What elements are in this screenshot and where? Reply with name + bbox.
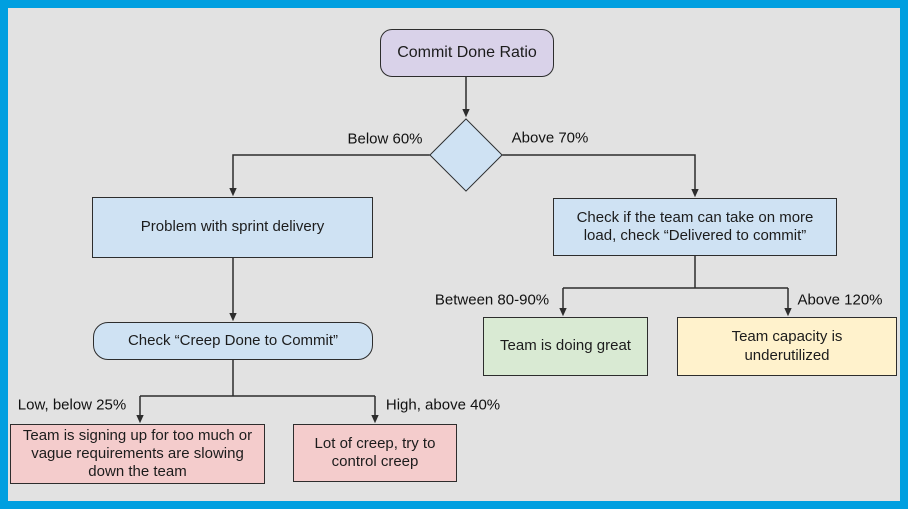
node-check-team-capacity: Check if the team can take on more load,… [553,198,837,256]
node-signing-up-too-much: Team is signing up for too much or vague… [10,424,265,484]
node-label: Team is signing up for too much or vague… [22,427,253,480]
node-decision-diamond [429,118,503,192]
node-label: Problem with sprint delivery [140,218,325,236]
node-label: Commit Done Ratio [397,44,537,62]
edge-label-above-120: Above 120% [797,291,883,309]
node-label: Check if the team can take on more load,… [576,208,814,244]
node-lot-of-creep: Lot of creep, try to control creep [293,424,457,482]
node-label: Team capacity is underutilized [731,328,843,364]
node-problem-sprint-delivery: Problem with sprint delivery [92,197,373,258]
edge-label-high-above-40: High, above 40% [385,396,501,414]
node-capacity-underutilized: Team capacity is underutilized [677,317,897,376]
node-label: Check “Creep Done to Commit” [127,331,339,349]
edge-label-above-70: Above 70% [511,129,589,147]
node-label: Lot of creep, try to control creep [314,434,436,470]
node-team-doing-great: Team is doing great [483,317,648,376]
node-commit-done-ratio: Commit Done Ratio [380,29,554,77]
node-check-creep-done-to-commit: Check “Creep Done to Commit” [93,322,373,360]
edge-label-low-below-25: Low, below 25% [17,396,127,414]
node-label: Team is doing great [500,337,631,355]
edge-label-between-80-90: Between 80-90% [434,291,550,309]
edge-label-below-60: Below 60% [347,130,423,148]
